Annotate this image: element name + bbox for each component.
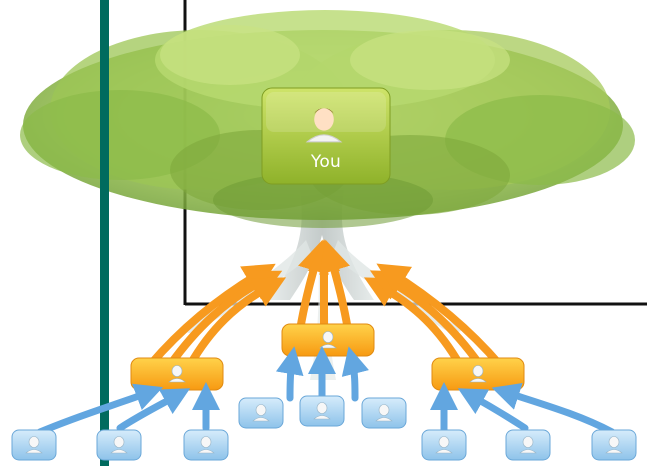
referral-node[interactable] [421,429,467,461]
orange-arrows [146,239,504,369]
referrer-node-left[interactable] [130,357,224,391]
referrer-node-right[interactable] [431,357,525,391]
referral-node[interactable] [238,397,284,429]
blue-arrows [36,346,616,436]
you-label: You [310,152,342,172]
referral-node[interactable] [591,429,637,461]
referral-node[interactable] [505,429,551,461]
referral-node[interactable] [96,429,142,461]
referral-node[interactable] [183,429,229,461]
referral-node[interactable] [361,397,407,429]
referrer-node-center[interactable] [281,323,375,357]
teal-vertical-bar [100,0,109,466]
referral-node[interactable] [299,395,345,427]
referral-node[interactable] [11,429,57,461]
you-node[interactable] [261,87,391,185]
